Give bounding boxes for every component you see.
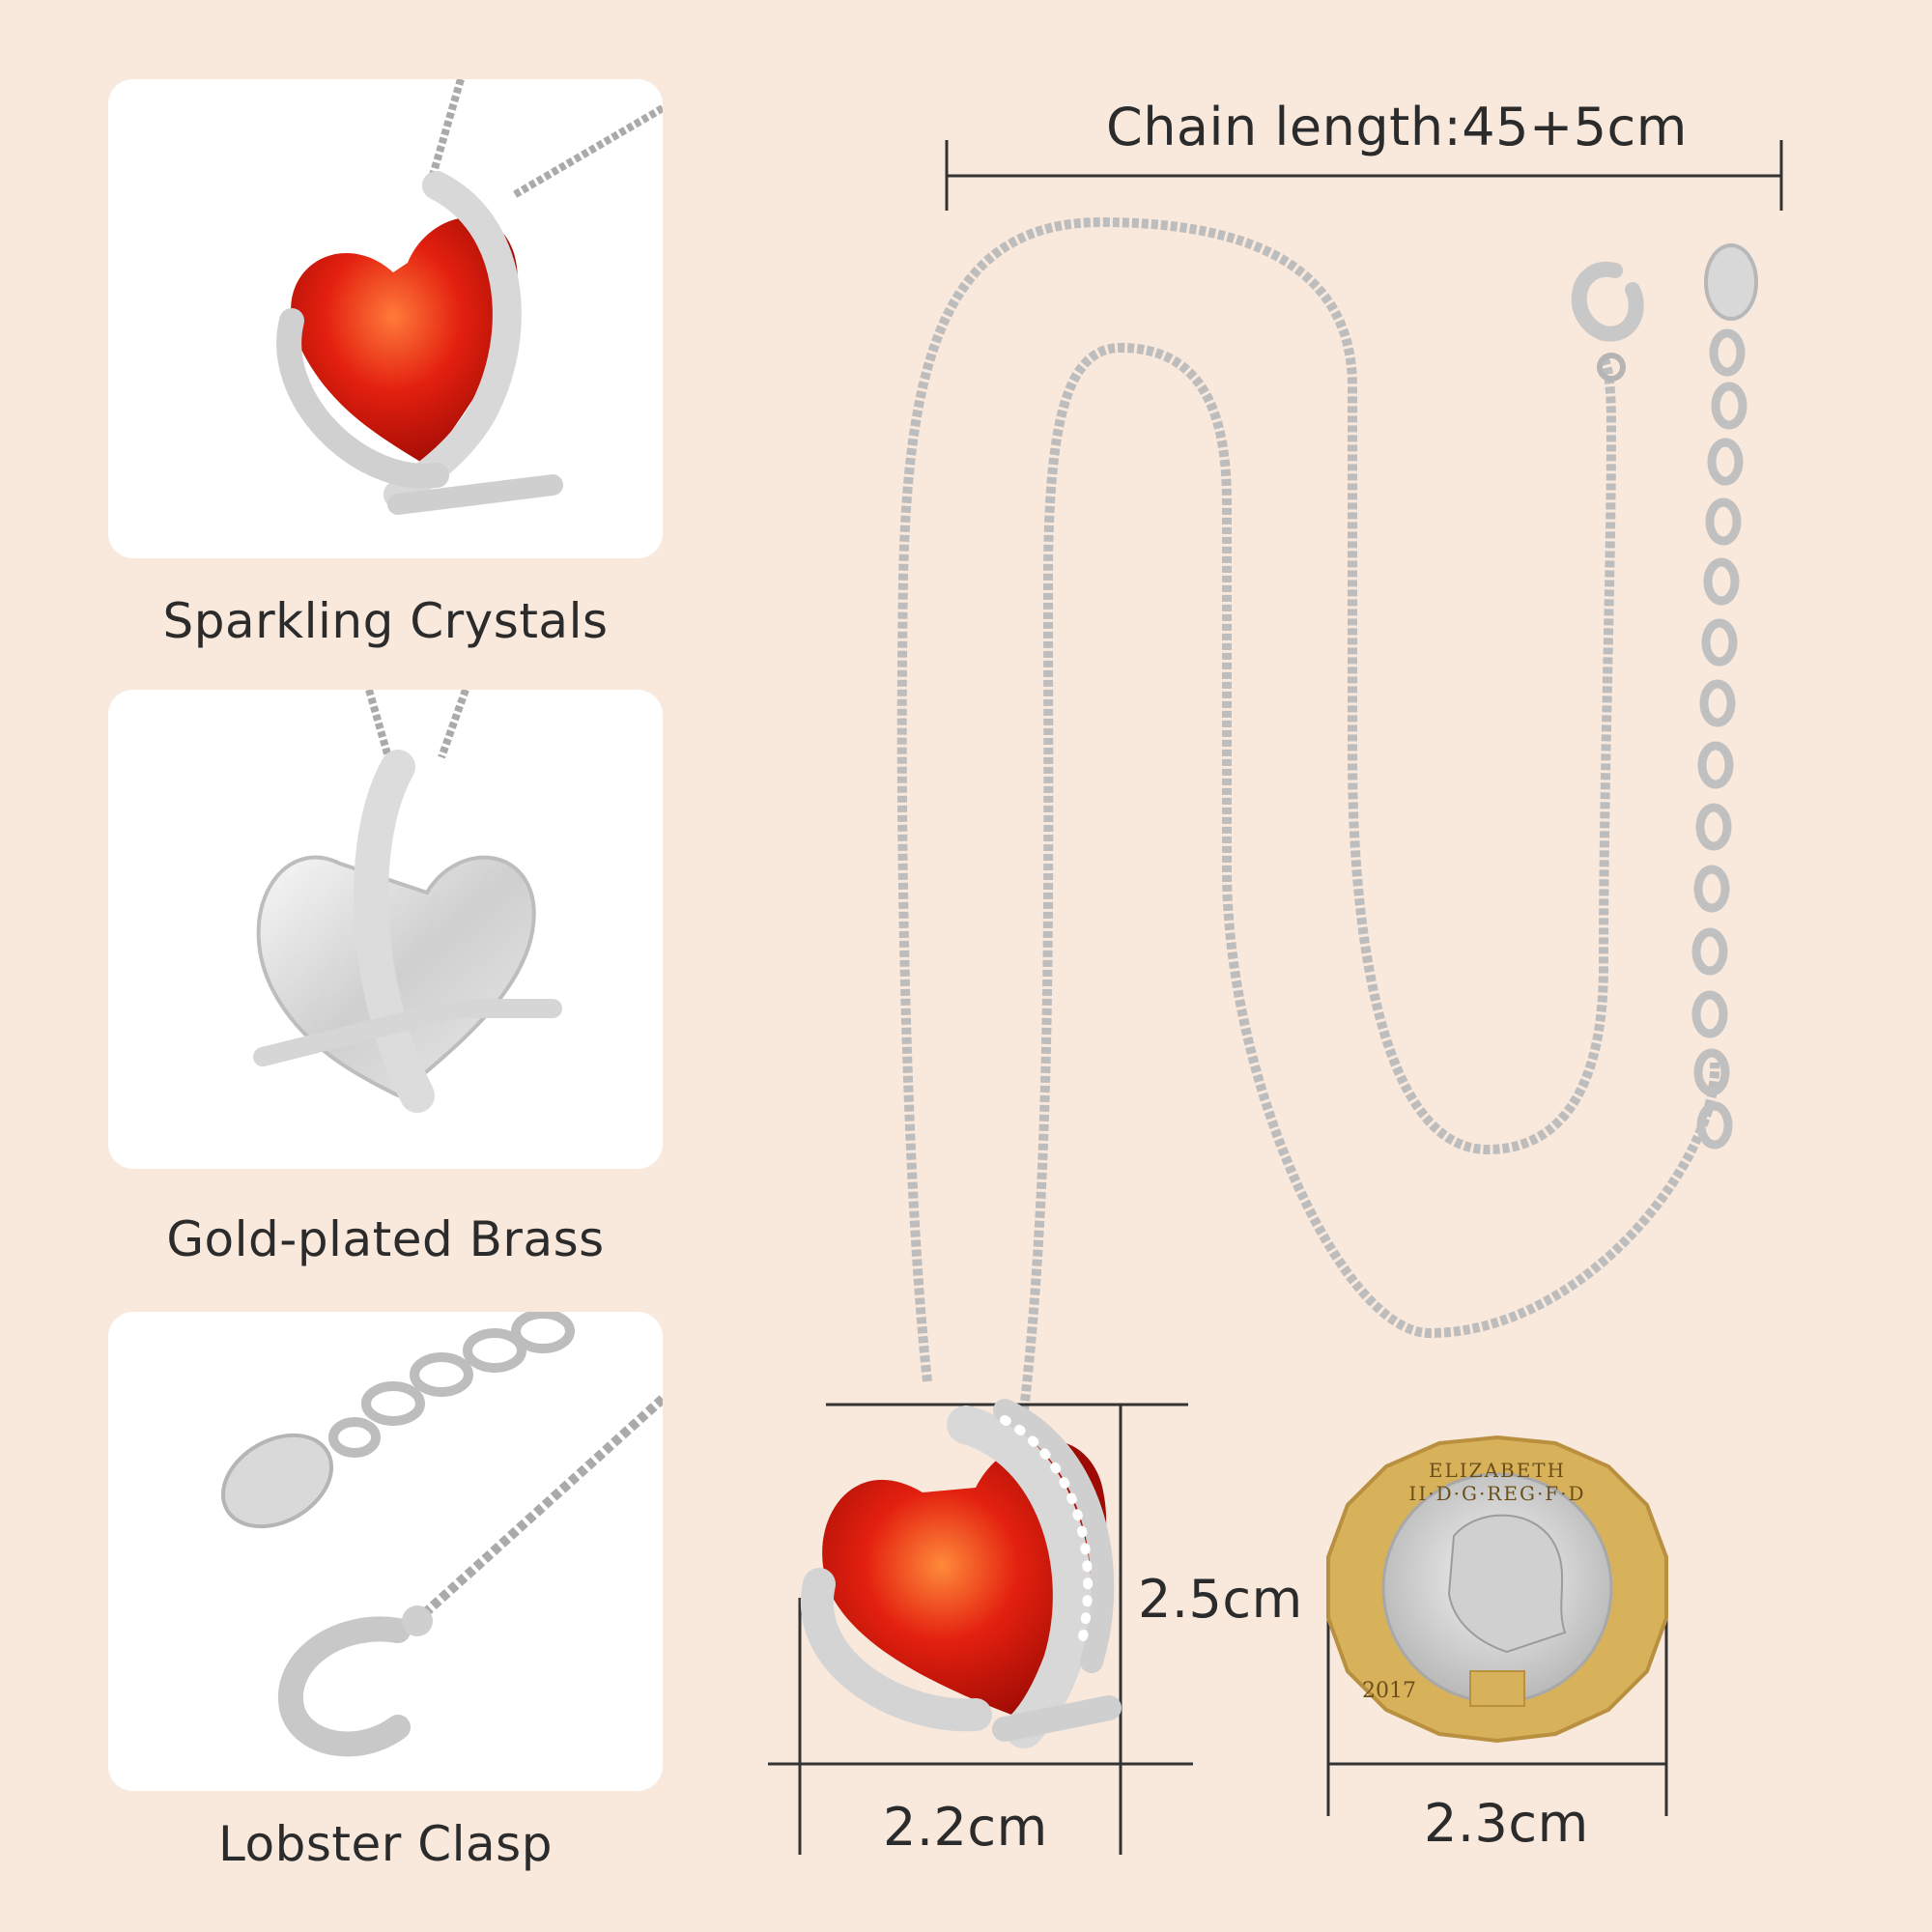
lobster-clasp-top: [1571, 261, 1644, 382]
feature-caption-1: Sparkling Crystals: [162, 593, 609, 649]
heart-pendant-main: [801, 1399, 1122, 1748]
coin-dimension-lines: [1326, 1594, 1668, 1816]
chain-length-label: Chain length:45+5cm: [1106, 97, 1688, 157]
pendant-width-label: 2.2cm: [883, 1797, 1048, 1858]
coin-legend: ELIZABETH II·D·G·REG·F·D: [1408, 1459, 1586, 1505]
pound-coin: [1326, 1435, 1668, 1744]
heart-pendant-back-icon: [253, 690, 562, 1113]
lobster-clasp-icon: [220, 1312, 663, 1757]
feature-card-clasp: [108, 1312, 663, 1791]
feature-caption-2: Gold-plated Brass: [166, 1211, 605, 1267]
pendant-height-label: 2.5cm: [1138, 1569, 1303, 1630]
feature-card-brass: [108, 690, 663, 1169]
feature-caption-3: Lobster Clasp: [218, 1816, 553, 1872]
pendant-dimension-lines: [768, 1403, 1193, 1855]
coin-width-label: 2.3cm: [1424, 1793, 1589, 1854]
coin-year: 2017: [1362, 1679, 1416, 1703]
extender-tag: [1704, 243, 1758, 321]
heart-pendant-front-icon: [276, 79, 663, 515]
necklace-chain-outer: [896, 216, 1617, 1382]
chain-length-dimension-line: [945, 140, 1783, 211]
feature-card-crystals: [108, 79, 663, 558]
extender-chain: [1691, 328, 1747, 1150]
